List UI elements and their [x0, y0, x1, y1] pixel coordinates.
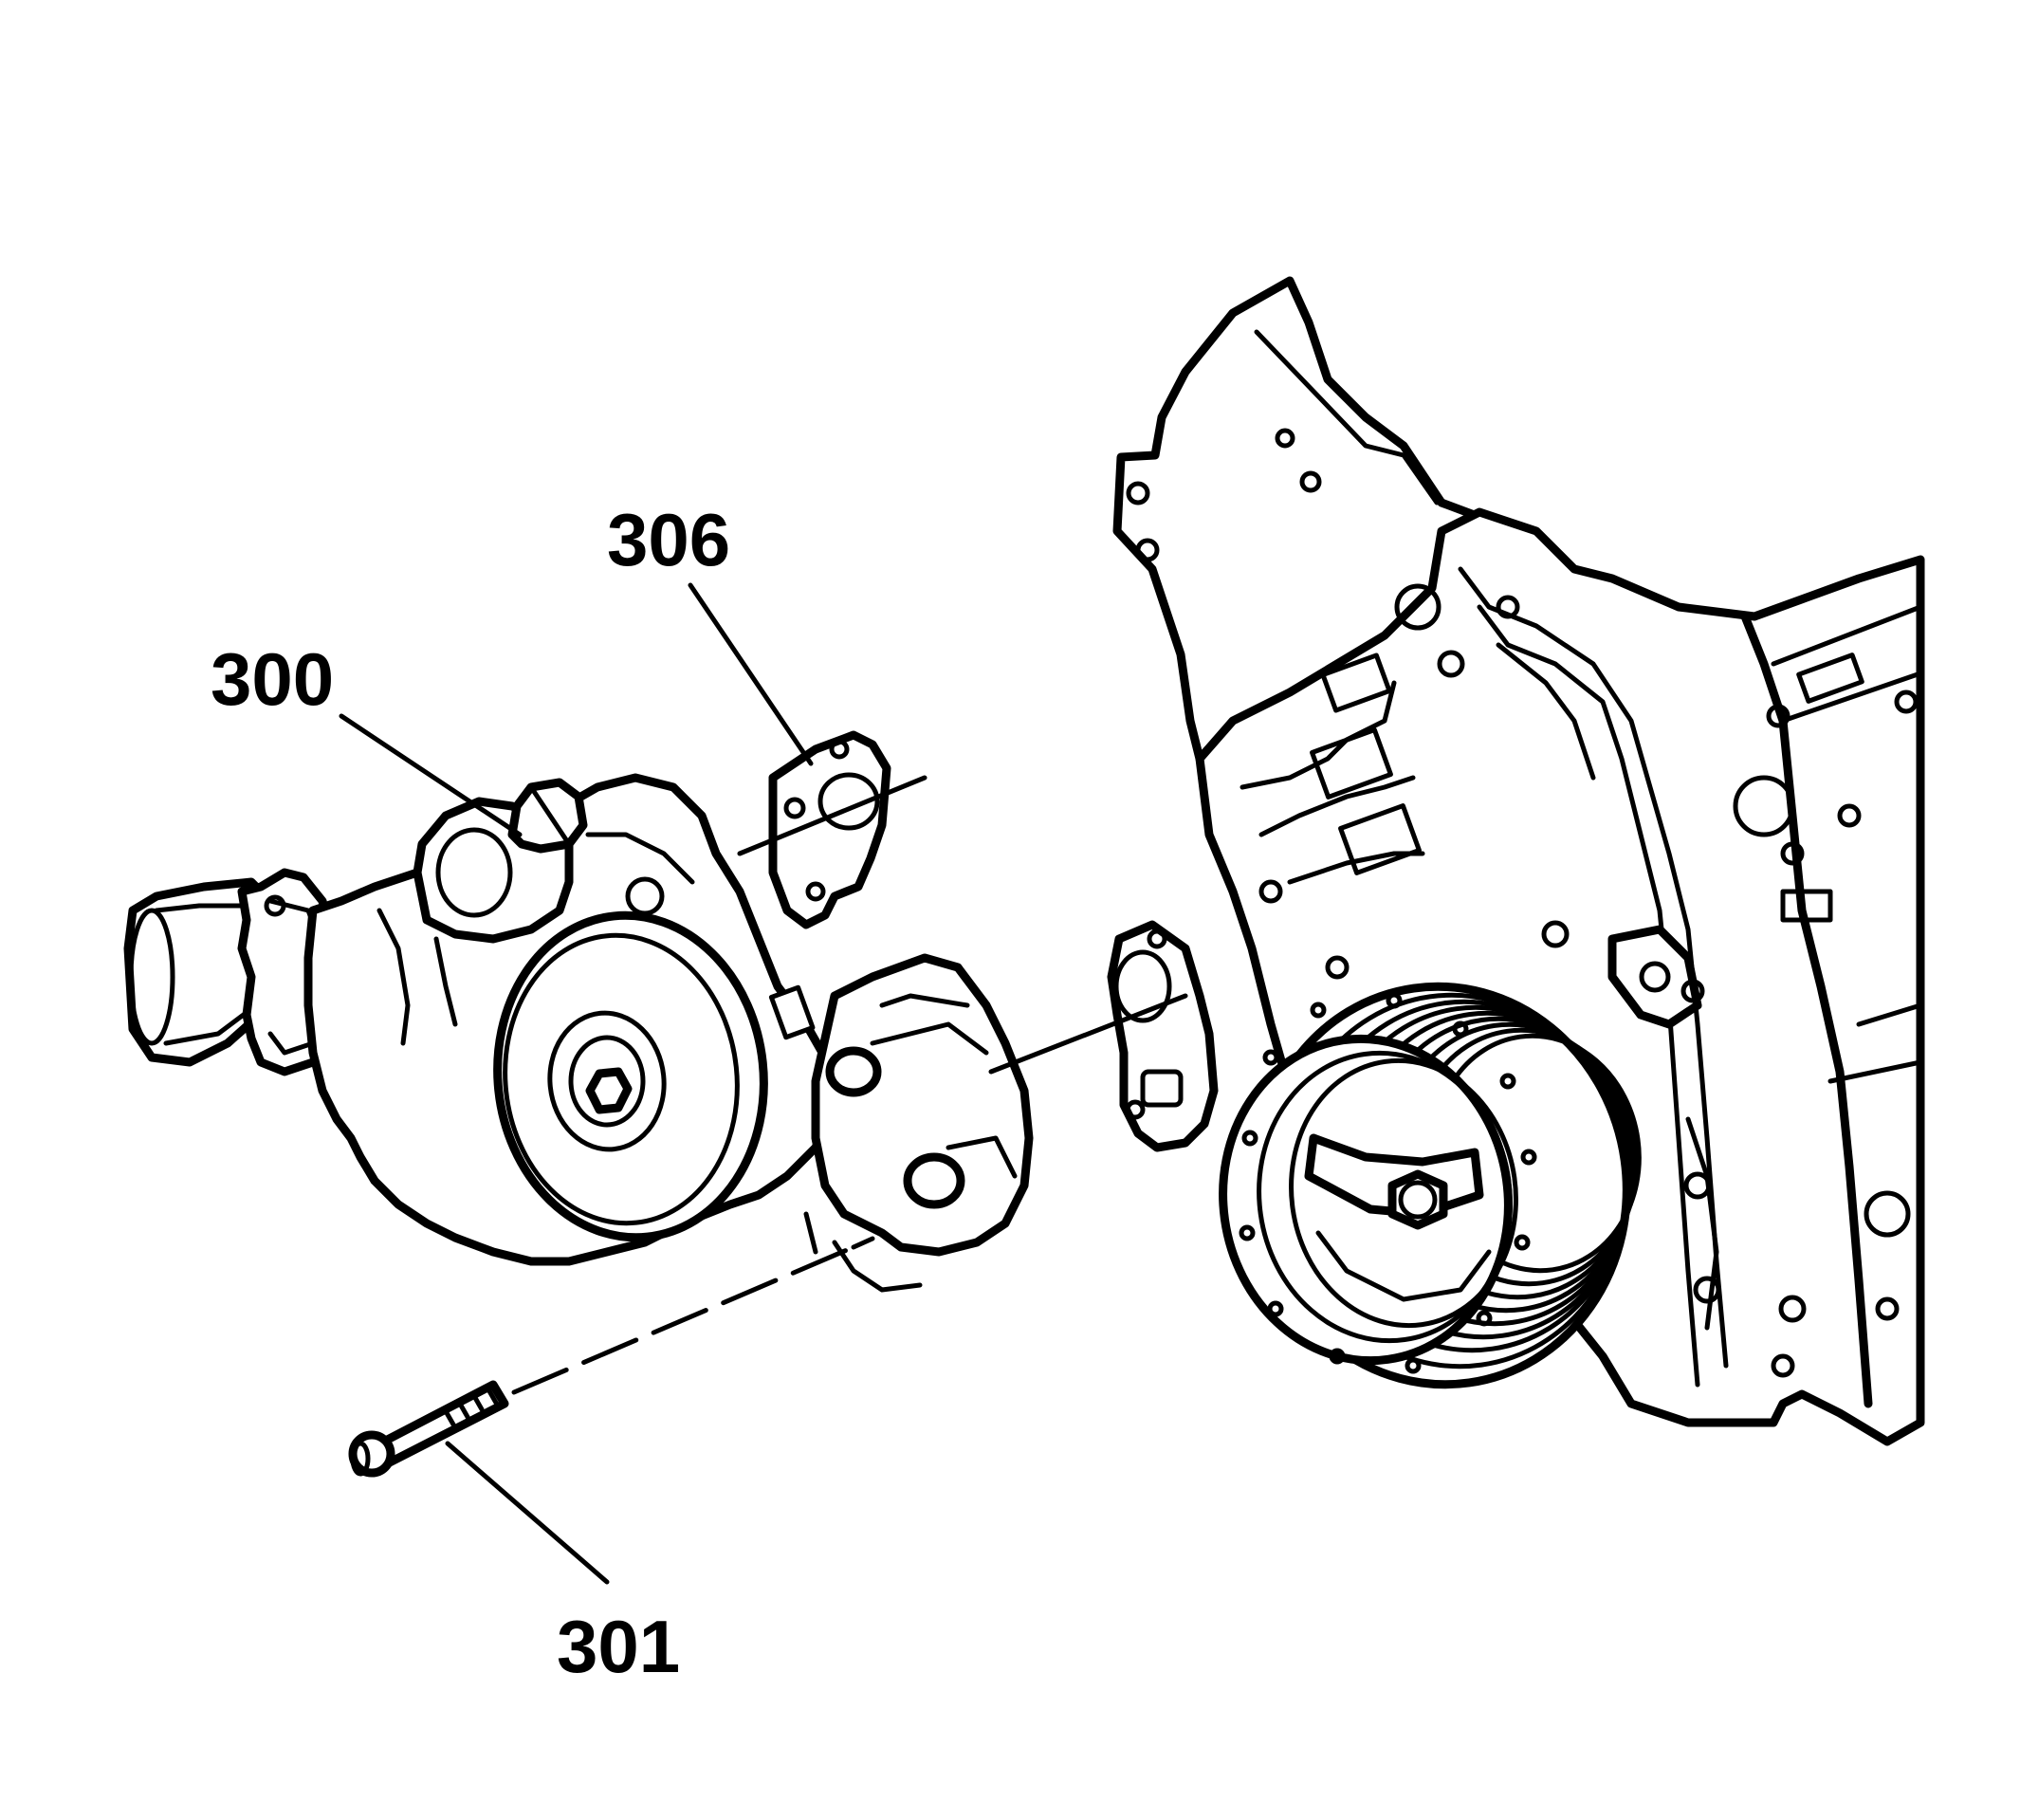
- assembly-centerlines: [511, 775, 1188, 1395]
- callout-label-306: 306: [607, 498, 730, 581]
- bolt-301: [348, 1380, 509, 1478]
- upper-gasket: [768, 730, 891, 929]
- leader-line-301: [445, 1441, 610, 1585]
- crankshaft-balancer: [1219, 982, 1642, 1389]
- engine-front-cover: [1112, 276, 1925, 1446]
- gasket-306: [1107, 920, 1219, 1152]
- callout-leaders: [339, 582, 814, 1585]
- water-pump: [123, 773, 1034, 1293]
- leader-line-300: [339, 713, 523, 837]
- callout-label-300: 300: [211, 637, 334, 721]
- leader-line-306: [688, 582, 814, 766]
- balancer-bolt-holes: [1239, 992, 1537, 1374]
- callout-label-301: 301: [557, 1605, 680, 1688]
